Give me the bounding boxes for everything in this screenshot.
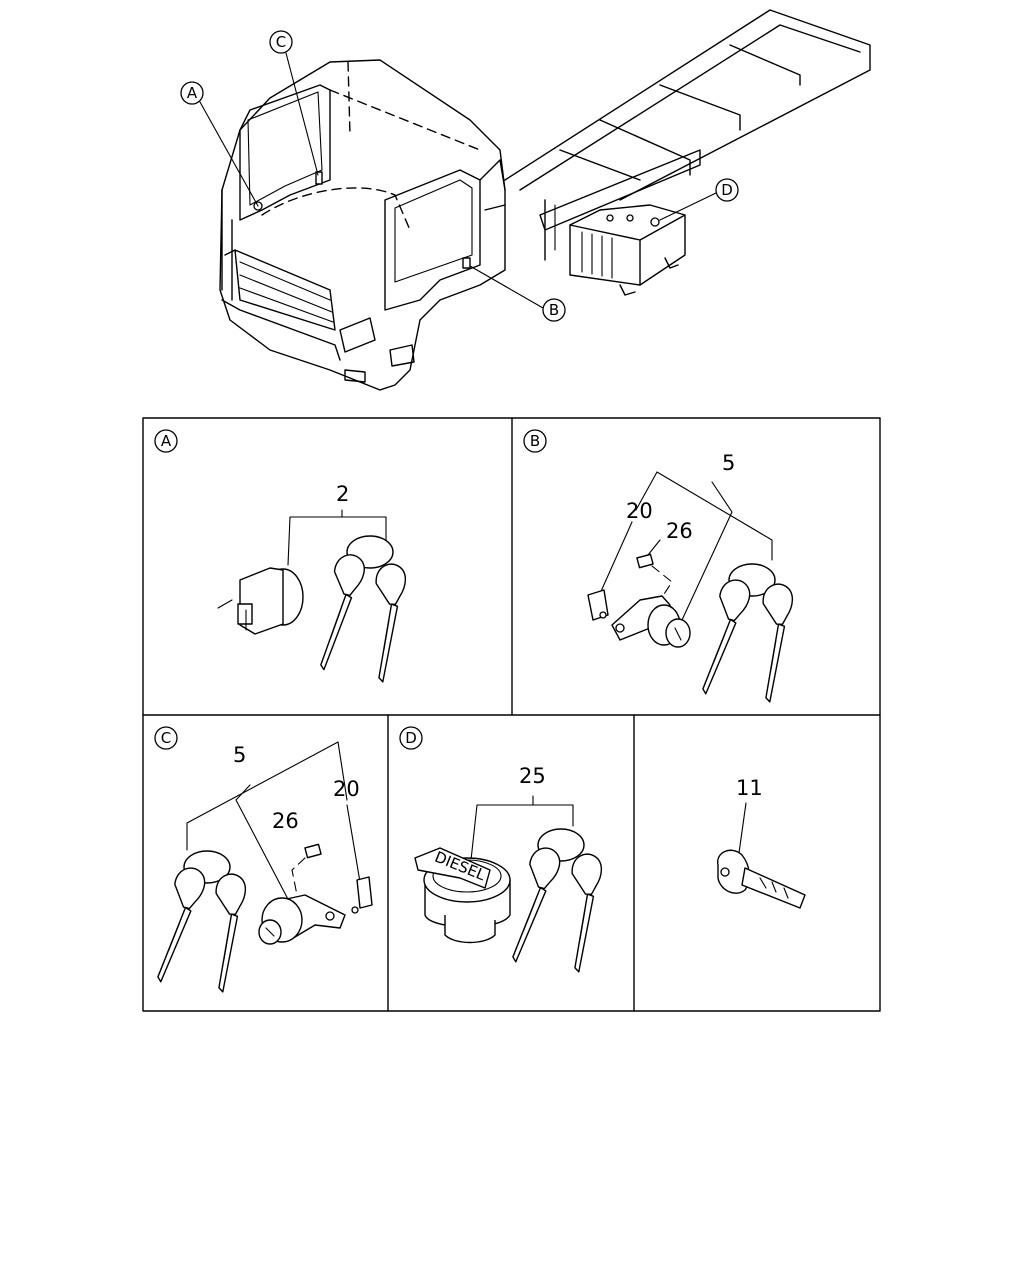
key-right: [211, 872, 247, 994]
part-number-11: 11: [736, 776, 763, 800]
part-number-25: 25: [519, 764, 546, 788]
key-ring: [183, 850, 231, 884]
panel-d-label: D: [405, 729, 417, 747]
key-left: [313, 551, 368, 675]
bolt: [636, 553, 673, 601]
key-right: [567, 852, 603, 974]
key-left: [505, 844, 564, 968]
fuel-cap: DIESEL: [414, 847, 511, 944]
ignition-lock-cylinder: [217, 567, 304, 635]
part-number-26: 26: [272, 809, 299, 833]
panel-a: A 2: [154, 429, 407, 684]
detail-grid: [142, 417, 881, 1012]
door-lock-cylinder: [258, 894, 346, 945]
panel-b-label: B: [530, 432, 540, 450]
panel-d: D 25 DIESEL: [399, 726, 603, 974]
overview-callouts: A C B D: [180, 30, 739, 322]
retainer-clip: [587, 589, 609, 621]
panel-c-label: C: [161, 729, 171, 747]
key-right: [758, 582, 794, 704]
part-number-20: 20: [626, 499, 653, 523]
key-blank: [717, 849, 806, 909]
truck-overview: [219, 9, 871, 391]
callout-b: B: [549, 301, 559, 319]
key-ring: [346, 535, 394, 569]
panel-e: 11: [717, 776, 806, 909]
key-ring: [537, 828, 585, 862]
part-number-2: 2: [336, 482, 349, 506]
key-left: [150, 864, 209, 988]
part-number-5: 5: [722, 451, 735, 475]
panel-b: B 5 20 26: [523, 429, 794, 704]
part-number-5: 5: [233, 743, 246, 767]
door-lock-cylinder: [611, 595, 691, 648]
key-ring: [728, 563, 776, 597]
key-right: [371, 562, 407, 684]
retainer-clip: [351, 876, 373, 914]
key-left: [695, 576, 754, 700]
panel-c: C 5 20 26: [150, 726, 373, 994]
part-number-26: 26: [666, 519, 693, 543]
panel-a-label: A: [161, 432, 172, 450]
callout-a: A: [187, 84, 198, 102]
callout-d: D: [721, 181, 733, 199]
callout-c: C: [276, 33, 286, 51]
bolt: [291, 843, 322, 901]
